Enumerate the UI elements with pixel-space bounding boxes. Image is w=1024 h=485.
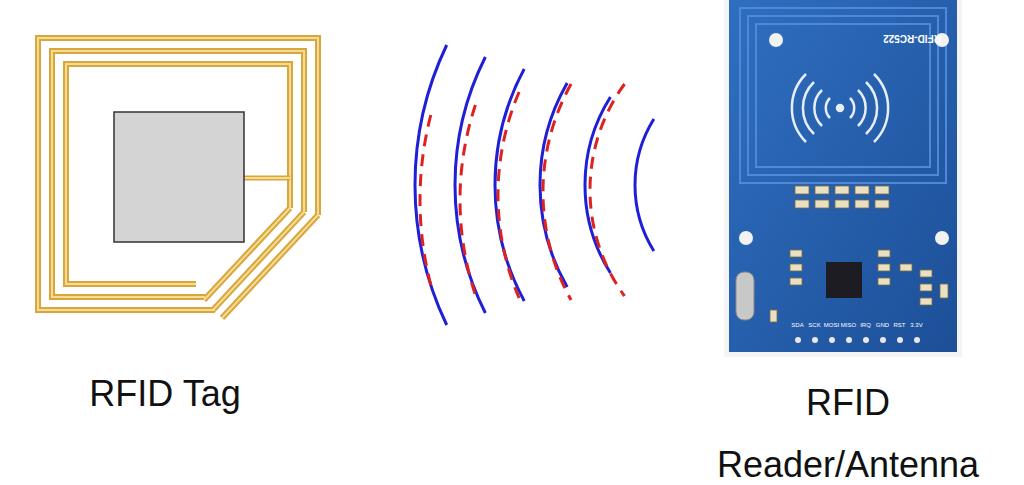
pin-name: SCK	[806, 322, 823, 329]
pin-name: GND	[874, 322, 891, 329]
wave-arc	[495, 69, 524, 301]
tag-coil	[38, 38, 318, 318]
reader-caption: RFID Reader/Antenna	[688, 372, 1008, 485]
board-marking: RFID-RC522	[872, 32, 952, 44]
tag-chip	[114, 112, 244, 242]
reader-board	[724, 0, 962, 357]
wave-arc	[590, 84, 625, 296]
pin-name: RST	[891, 322, 908, 329]
radio-waves	[415, 45, 654, 325]
pin-name: MOSI	[823, 322, 840, 329]
wave-arc	[420, 115, 431, 285]
pin-name: 3.3V	[908, 322, 925, 329]
wave-arc	[635, 119, 654, 251]
wave-arc	[543, 84, 571, 300]
tag-caption: RFID Tag	[50, 372, 280, 416]
pin-name: IRQ	[857, 322, 874, 329]
wave-arc	[460, 105, 475, 295]
wave-arc	[455, 57, 485, 313]
wave-arc	[498, 92, 519, 298]
pin-name: MISO	[840, 322, 857, 329]
pin-name: SDA	[789, 322, 806, 329]
wave-arc	[415, 45, 447, 325]
